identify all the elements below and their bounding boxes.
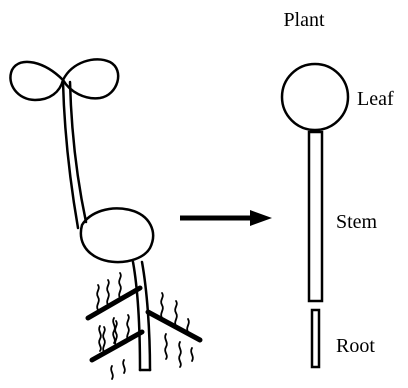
seedling-stem-inner	[70, 82, 86, 222]
root-label: Root	[336, 335, 375, 357]
leaf-shape	[282, 64, 348, 130]
seedling-illustration	[10, 59, 200, 379]
cotyledon-left	[10, 62, 63, 100]
primary-root-outer	[133, 262, 140, 370]
stem-label: Stem	[336, 211, 378, 233]
leaf-label: Leaf	[357, 88, 394, 110]
root-shape	[312, 310, 319, 367]
lateral-root-right	[148, 312, 200, 340]
lateral-roots	[88, 288, 200, 360]
stem-shape	[309, 132, 322, 301]
lateral-root-upper-left	[88, 288, 140, 318]
primary-root-inner	[142, 262, 150, 370]
diagram-title: Plant	[283, 9, 325, 31]
seed	[81, 208, 153, 262]
arrow-icon	[180, 210, 272, 226]
